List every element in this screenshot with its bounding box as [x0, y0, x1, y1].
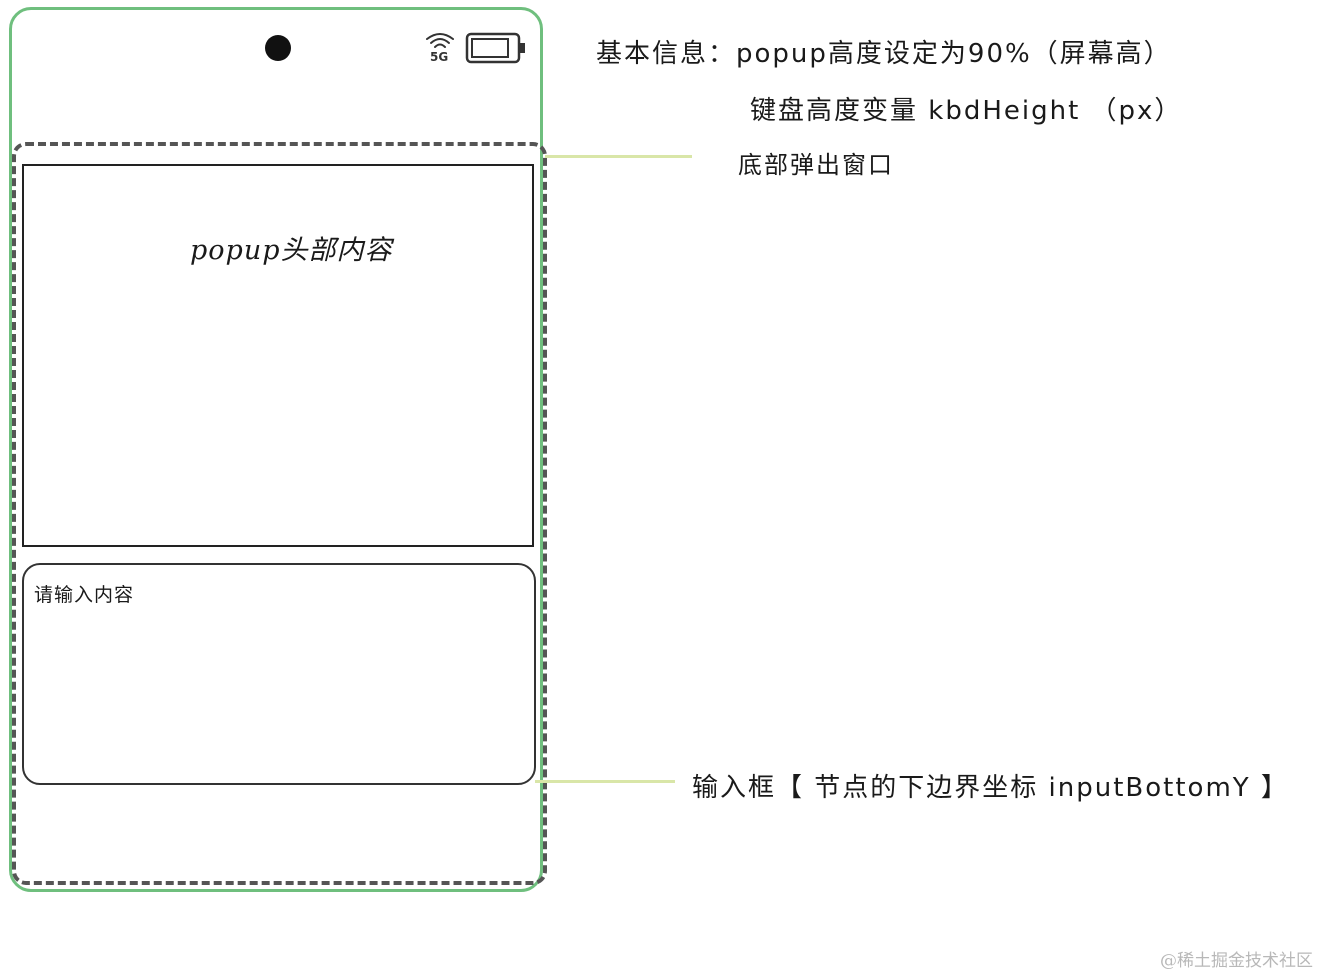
popup-connector-line [545, 155, 692, 158]
wifi-icon [426, 33, 454, 48]
popup-window-note: 底部弹出窗口 [738, 151, 894, 179]
watermark: @稀土掘金技术社区 [1160, 951, 1313, 971]
input-box-note: 输入框【 节点的下边界坐标 inputBottomY 】 [692, 773, 1289, 803]
popup-window [12, 142, 547, 885]
popup-header-label: popup头部内容 [190, 235, 393, 266]
camera-icon [265, 35, 291, 61]
battery-icon [465, 32, 525, 64]
status-bar-icons: 5G [426, 32, 525, 64]
phone-outline [9, 7, 543, 892]
network-label: 5G [430, 50, 448, 64]
input-connector-line [535, 780, 675, 783]
keyboard-height-note: 键盘高度变量 kbdHeight （px） [750, 96, 1183, 126]
popup-header [22, 164, 534, 547]
input-placeholder: 请输入内容 [34, 584, 135, 606]
input-box[interactable] [22, 563, 536, 785]
basic-info-note: 基本信息：popup高度设定为90%（屏幕高） [596, 39, 1172, 69]
